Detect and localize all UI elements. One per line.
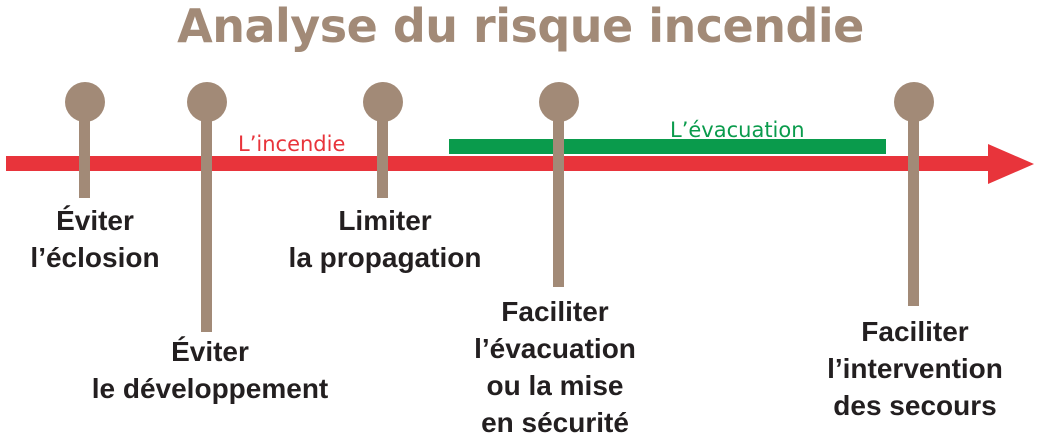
- step-label-line: ou la mise: [486, 370, 624, 401]
- step-label-line: en sécurité: [481, 407, 629, 438]
- step-label-line: le développement: [91, 373, 329, 404]
- step-label-line: Faciliter: [501, 296, 609, 327]
- step-label-eviter-eclosion: Éviter l’éclosion: [20, 202, 170, 276]
- step-label-line: Éviter: [56, 205, 134, 236]
- step-label-line: des secours: [833, 390, 997, 421]
- step-label-line: l’éclosion: [30, 242, 160, 273]
- diagram-title: Analyse du risque incendie: [177, 0, 864, 53]
- step-label-line: Limiter: [338, 205, 432, 236]
- pin-stem: [908, 112, 919, 306]
- incendie-phase-label: L’incendie: [238, 132, 346, 156]
- timeline-arrow-shaft: [6, 156, 992, 171]
- step-label-faciliter-intervention: Faciliter l’intervention des secours: [800, 313, 1030, 424]
- step-label-line: l’évacuation: [474, 333, 636, 364]
- step-label-line: l’intervention: [827, 353, 1003, 384]
- step-label-faciliter-evacuation: Faciliter l’évacuation ou la mise en séc…: [435, 293, 675, 441]
- pin-stem: [553, 112, 564, 287]
- step-label-limiter-propagation: Limiter la propagation: [260, 202, 510, 276]
- pin-stem: [377, 112, 388, 198]
- evacuation-phase-bar: [449, 139, 886, 154]
- step-label-eviter-developpement: Éviter le développement: [55, 333, 365, 407]
- pin-stem: [79, 112, 90, 198]
- timeline-arrow-head: [988, 144, 1034, 184]
- step-label-line: Faciliter: [861, 316, 969, 347]
- evacuation-phase-label: L’évacuation: [670, 118, 805, 142]
- step-label-line: la propagation: [288, 242, 482, 273]
- step-label-line: Éviter: [171, 336, 249, 367]
- pin-stem: [201, 112, 212, 332]
